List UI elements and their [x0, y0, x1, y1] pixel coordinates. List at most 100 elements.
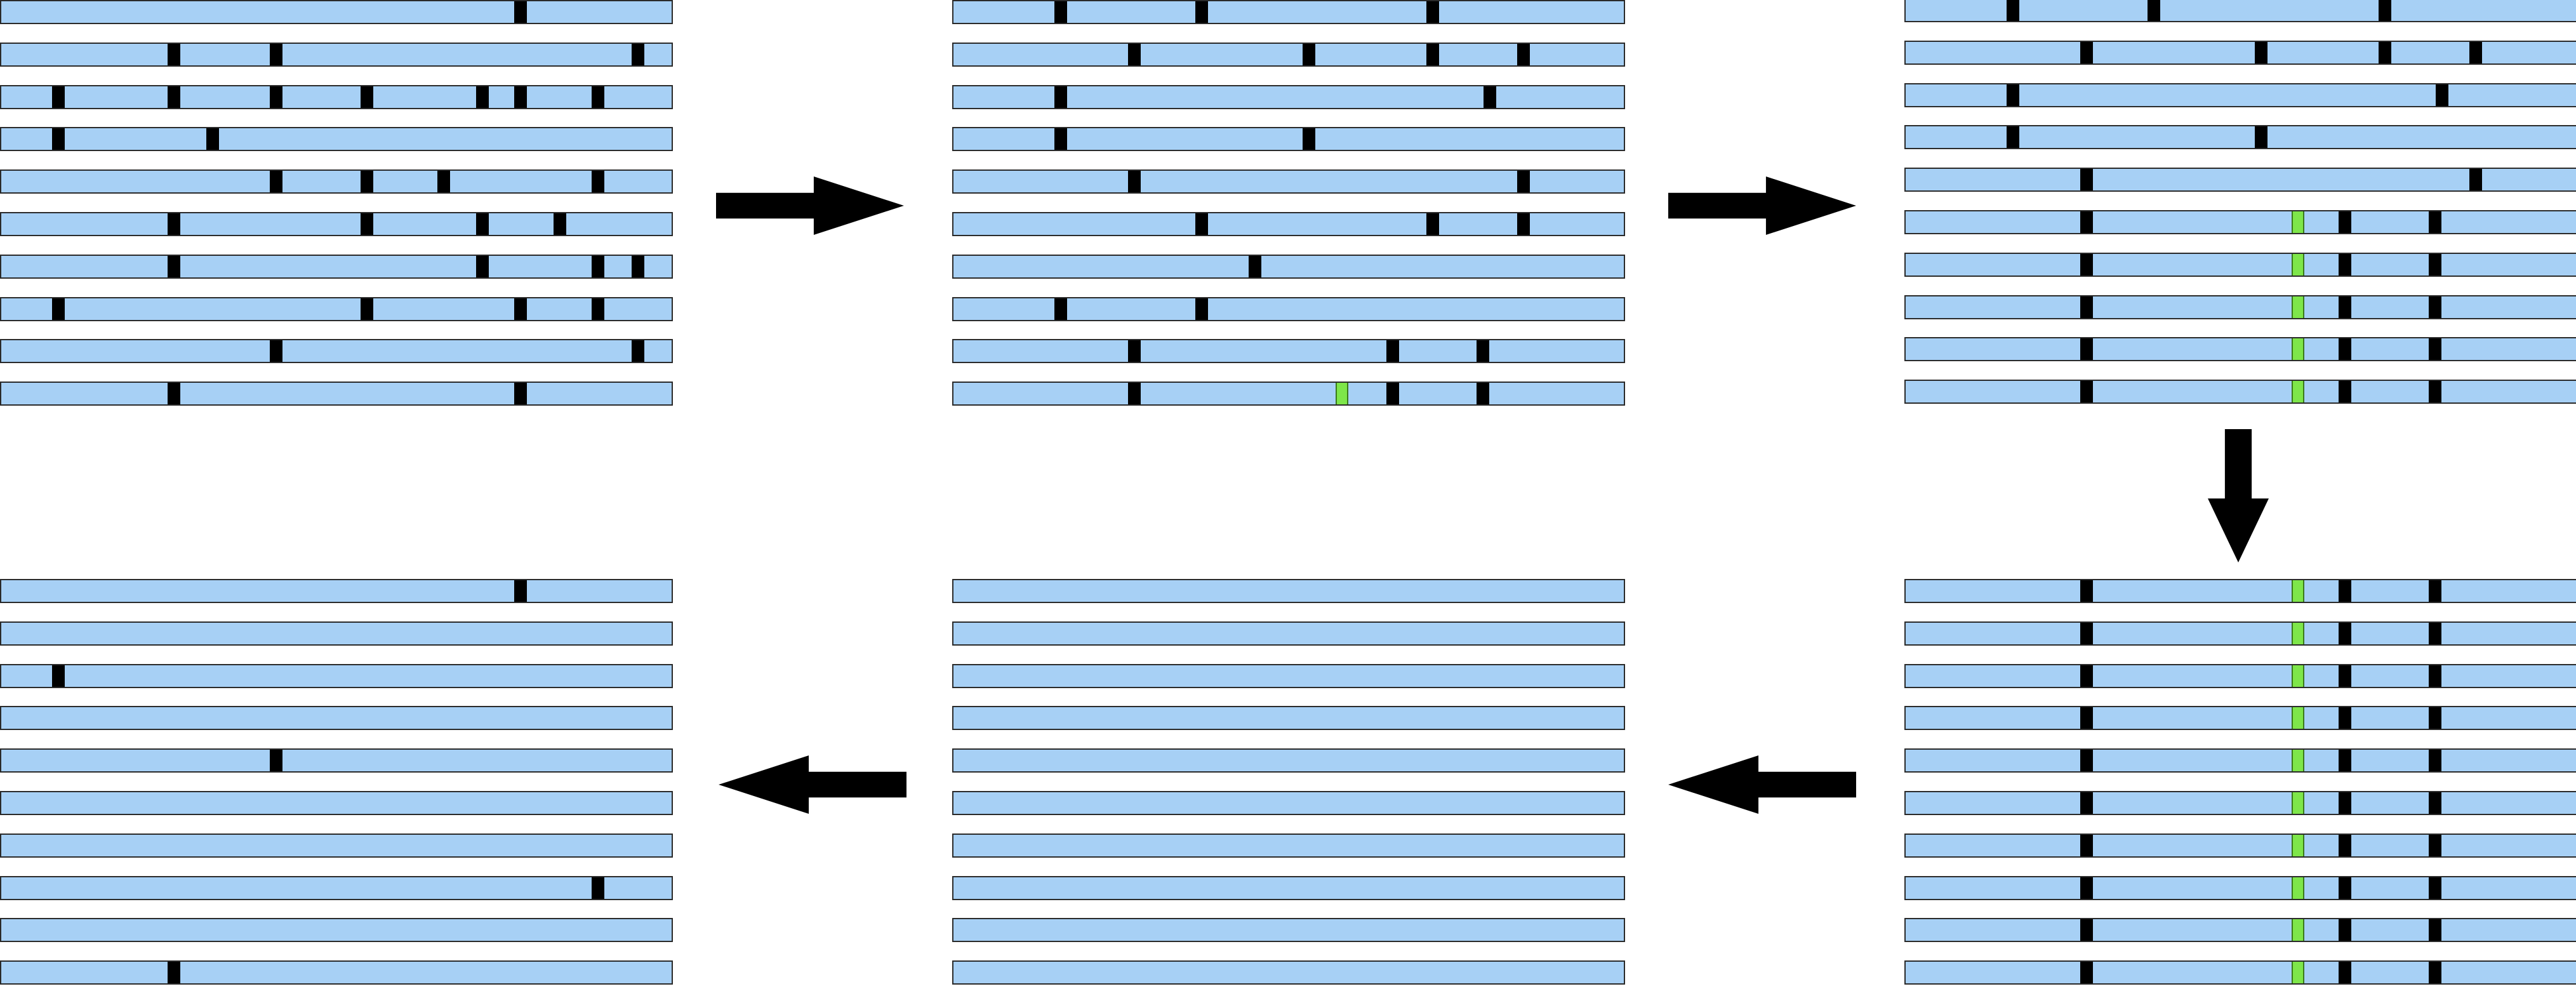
green-marker: [2292, 254, 2304, 276]
chromosome-strand: [1904, 380, 2576, 404]
black-marker: [168, 213, 180, 235]
black-marker: [270, 340, 282, 362]
black-marker: [2429, 211, 2441, 233]
black-marker: [2429, 254, 2441, 276]
chromosome-strand: [1904, 621, 2576, 646]
chromosome-strand: [952, 85, 1625, 109]
green-marker: [2292, 211, 2304, 233]
black-marker: [2080, 665, 2093, 687]
black-marker: [52, 298, 65, 320]
chromosome-strand: [0, 876, 673, 900]
chromosome-strand: [1904, 918, 2576, 942]
black-marker: [592, 256, 604, 277]
black-marker: [2080, 750, 2093, 771]
chromosome-strand: [1904, 579, 2576, 603]
black-marker: [2339, 296, 2351, 318]
black-marker: [2007, 0, 2019, 21]
arrow-right-2: [1668, 176, 1856, 235]
black-marker: [632, 44, 644, 65]
black-marker: [514, 383, 527, 404]
black-marker: [2339, 211, 2351, 233]
black-marker: [1303, 128, 1315, 150]
chromosome-strand: [1904, 253, 2576, 277]
black-marker: [2429, 381, 2441, 402]
black-marker: [2339, 707, 2351, 729]
arrow-right-1: [716, 176, 904, 235]
black-marker: [1054, 86, 1067, 108]
black-marker: [1249, 256, 1261, 277]
black-marker: [2080, 338, 2093, 360]
green-marker: [2292, 381, 2304, 402]
black-marker: [1484, 86, 1496, 108]
black-marker: [476, 86, 489, 108]
black-marker: [1128, 383, 1141, 404]
chromosome-strand: [1904, 83, 2576, 107]
black-marker: [206, 128, 219, 150]
chromosome-strand: [0, 918, 673, 942]
black-marker: [1517, 44, 1530, 65]
chromosome-strand: [952, 255, 1625, 279]
chromosome-strand: [0, 791, 673, 815]
arrow-left-1: [1668, 755, 1856, 814]
black-marker: [2339, 381, 2351, 402]
chromosome-strand: [952, 43, 1625, 67]
black-marker: [270, 171, 282, 192]
black-marker: [2339, 580, 2351, 602]
chromosome-strand: [952, 382, 1625, 406]
chromosome-strand: [0, 212, 673, 236]
chromosome-strand: [0, 85, 673, 109]
black-marker: [2080, 962, 2093, 983]
black-marker: [2080, 42, 2093, 63]
black-marker: [2429, 623, 2441, 644]
chromosome-strand: [952, 960, 1625, 985]
black-marker: [2339, 835, 2351, 856]
chromosome-strand: [952, 664, 1625, 688]
chromosome-strand: [0, 297, 673, 321]
black-marker: [2007, 126, 2019, 148]
black-marker: [2436, 84, 2448, 106]
chromosome-strand: [0, 579, 673, 603]
black-marker: [2080, 296, 2093, 318]
chromosome-strand: [1904, 834, 2576, 858]
black-marker: [361, 298, 373, 320]
black-marker: [1477, 383, 1489, 404]
black-marker: [2429, 750, 2441, 771]
chromosome-strand: [952, 127, 1625, 151]
chromosome-strand: [1904, 706, 2576, 730]
black-marker: [1054, 1, 1067, 23]
chromosome-strand: [0, 960, 673, 985]
black-marker: [2339, 338, 2351, 360]
black-marker: [1054, 128, 1067, 150]
black-marker: [2339, 877, 2351, 899]
black-marker: [1426, 44, 1439, 65]
black-marker: [1426, 213, 1439, 235]
black-marker: [52, 665, 65, 687]
black-marker: [2148, 0, 2160, 21]
black-marker: [52, 86, 65, 108]
black-marker: [2080, 381, 2093, 402]
black-marker: [2080, 835, 2093, 856]
black-marker: [592, 171, 604, 192]
black-marker: [2080, 919, 2093, 941]
black-marker: [1195, 213, 1208, 235]
panel-top-left: [0, 0, 673, 424]
black-marker: [2429, 835, 2441, 856]
black-marker: [2469, 169, 2482, 190]
panel-bottom-left: [0, 579, 673, 1003]
chromosome-strand: [952, 621, 1625, 646]
green-marker: [2292, 580, 2304, 602]
black-marker: [437, 171, 450, 192]
black-marker: [2429, 338, 2441, 360]
black-marker: [592, 877, 604, 899]
green-marker: [2292, 877, 2304, 899]
black-marker: [592, 86, 604, 108]
black-marker: [2429, 919, 2441, 941]
black-marker: [2379, 0, 2391, 21]
black-marker: [270, 86, 282, 108]
black-marker: [2469, 42, 2482, 63]
black-marker: [2429, 665, 2441, 687]
black-marker: [2429, 962, 2441, 983]
black-marker: [361, 171, 373, 192]
black-marker: [2007, 84, 2019, 106]
